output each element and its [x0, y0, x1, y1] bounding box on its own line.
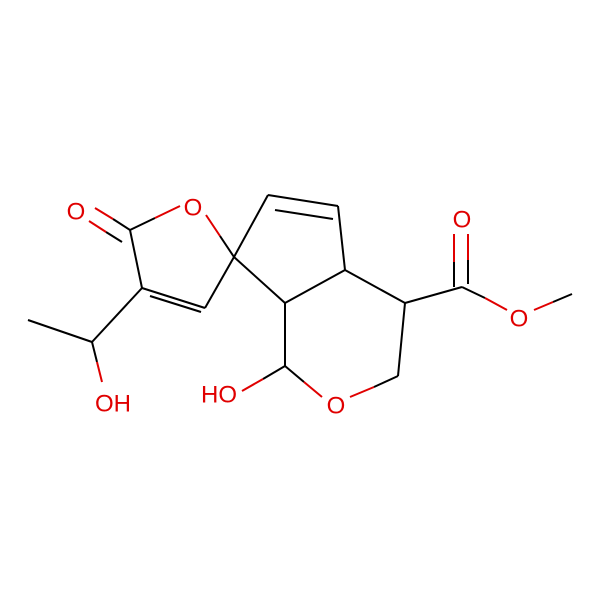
bond-c-o [284, 365, 305, 383]
oxygen-bonds [88, 205, 573, 398]
pyran-ring-oxygen-label: O [327, 393, 346, 420]
bond-c-o [461, 286, 486, 299]
bond-c-c-double-inner [149, 295, 202, 313]
bond-c-o [373, 375, 399, 388]
lactone-carbonyl-oxygen-label: O [67, 199, 86, 226]
bond-c-o [262, 365, 286, 380]
bond-c-o [129, 217, 156, 231]
bond-c-o [88, 220, 107, 233]
ester-carbonyl-oxygen-label: O [453, 207, 472, 234]
hemiacetal-hydroxyl-label: HO [201, 382, 237, 409]
ester-ether-oxygen-label: O [510, 306, 529, 333]
bond-c-c [337, 205, 346, 271]
bond-c-o [96, 361, 103, 383]
bond-c-o [303, 381, 323, 398]
bond-c-o [105, 231, 123, 243]
bond-c-c [233, 256, 286, 304]
bond-c-c-double [267, 194, 339, 207]
bond-c-o [241, 378, 264, 392]
bond-c-c [129, 229, 143, 289]
bond-c-c [27, 319, 93, 343]
lactone-ring-oxygen-label: O [184, 195, 203, 222]
bond-c-c [404, 286, 463, 304]
bond-c-c [233, 194, 269, 258]
bond-c-o [205, 214, 221, 237]
bond-c-o [484, 297, 508, 311]
bond-c-o [154, 205, 181, 219]
carbon-bonds [27, 194, 463, 377]
bond-c-c [284, 269, 346, 304]
bond-c-o [112, 218, 131, 231]
bond-c-c [344, 269, 406, 304]
bond-c-c-double-inner [274, 209, 334, 220]
side-chain-hydroxyl-label: OH [95, 391, 131, 418]
bond-c-o [94, 207, 114, 220]
bond-c-c [91, 287, 143, 343]
bond-c-o [219, 235, 235, 258]
bond-c-c [397, 302, 406, 377]
bond-c-o [533, 301, 554, 311]
bond-c-o [349, 386, 375, 398]
bond-c-o [552, 293, 573, 303]
bond-c-o [91, 341, 98, 363]
bond-c-c [204, 256, 235, 309]
atom-labels: O O O O O OH HO [67, 195, 529, 420]
bond-c-c-double [141, 287, 206, 309]
